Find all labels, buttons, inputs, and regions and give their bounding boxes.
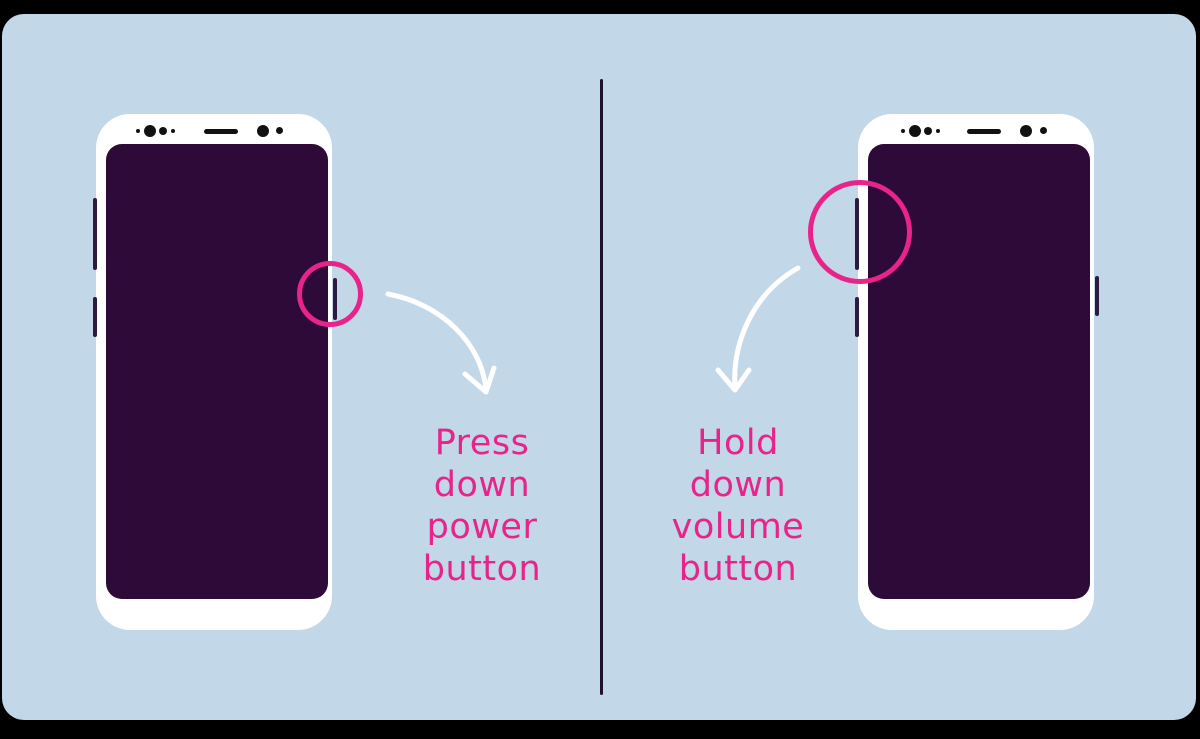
earpiece-speaker-icon bbox=[967, 129, 1001, 134]
sensor-icon bbox=[936, 129, 940, 133]
caption-line: Press bbox=[434, 423, 530, 463]
left-caption: Press down power button bbox=[402, 422, 562, 590]
front-camera-icon bbox=[144, 125, 156, 137]
sensor-icon bbox=[1040, 127, 1047, 134]
camera-icon bbox=[1020, 125, 1032, 137]
front-camera-icon bbox=[909, 125, 921, 137]
caption-line: down bbox=[689, 465, 787, 505]
left-phone bbox=[96, 114, 332, 630]
sensor-icon bbox=[276, 127, 283, 134]
sensor-icon bbox=[171, 129, 175, 133]
left-phone-volume-button-lower bbox=[93, 297, 97, 337]
caption-line: Hold bbox=[697, 423, 779, 463]
sensor-icon bbox=[159, 127, 167, 135]
right-phone-volume-button-lower bbox=[855, 297, 859, 337]
earpiece-speaker-icon bbox=[204, 129, 238, 134]
caption-line: volume bbox=[671, 507, 805, 547]
left-phone-volume-button-upper bbox=[93, 198, 97, 270]
sensor-icon bbox=[136, 129, 140, 133]
caption-line: button bbox=[422, 549, 542, 589]
illustration-card: Press down power button Hold down volume… bbox=[2, 14, 1196, 720]
caption-line: down bbox=[433, 465, 531, 505]
right-caption: Hold down volume button bbox=[658, 422, 818, 590]
curved-arrow-icon bbox=[385, 265, 801, 395]
sensor-icon bbox=[901, 129, 905, 133]
panel-divider bbox=[600, 79, 603, 695]
volume-button-highlight-circle bbox=[808, 180, 912, 284]
sensor-icon bbox=[924, 127, 932, 135]
camera-icon bbox=[257, 125, 269, 137]
power-button-highlight-circle bbox=[297, 261, 363, 327]
phone-screen bbox=[106, 144, 328, 599]
caption-line: button bbox=[678, 549, 798, 589]
right-phone-power-button bbox=[1095, 276, 1099, 316]
caption-line: power bbox=[426, 507, 538, 547]
